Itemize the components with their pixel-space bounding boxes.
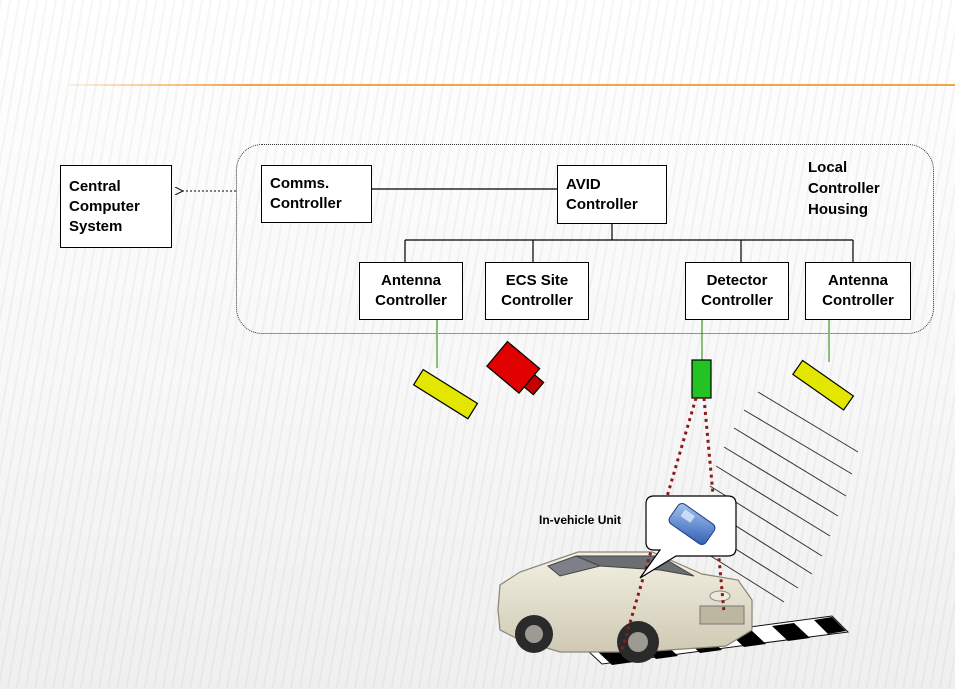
- housing-label-line3: Housing: [808, 201, 868, 218]
- comms-controller-box: Comms. Controller: [261, 165, 372, 223]
- in-vehicle-unit-callout: [639, 495, 737, 579]
- ecs-line1: ECS Site: [505, 272, 569, 289]
- central-line1: Central: [69, 177, 121, 195]
- local-controller-housing: [236, 144, 934, 334]
- antenna-right-line1: Antenna: [828, 272, 888, 289]
- car-image: [497, 551, 753, 663]
- antenna-controller-right-box: Antenna Controller: [805, 262, 911, 320]
- housing-label-line1: Local: [808, 159, 848, 176]
- comms-line2: Controller: [270, 195, 342, 212]
- central-line3: System: [69, 217, 123, 235]
- housing-label: Local Controller Housing: [808, 157, 918, 220]
- antenna-left-line2: Controller: [375, 292, 447, 309]
- avid-controller-box: AVID Controller: [557, 165, 667, 224]
- detector-line1: Detector: [706, 272, 768, 289]
- avid-line1: AVID: [566, 175, 601, 193]
- central-computer-box: Central Computer System: [60, 165, 172, 248]
- antenna-left-line1: Antenna: [381, 272, 441, 289]
- camera-icon: [486, 340, 545, 396]
- ecs-site-controller-box: ECS Site Controller: [485, 262, 589, 320]
- antenna-left-icon: [412, 368, 479, 420]
- in-vehicle-unit-icon: [668, 503, 716, 545]
- in-vehicle-unit-label: In-vehicle Unit: [539, 513, 622, 527]
- detector-line2: Controller: [701, 292, 773, 309]
- comms-line1: Comms.: [270, 175, 330, 192]
- avid-line2: Controller: [566, 195, 638, 213]
- antenna-field-lines: [697, 391, 859, 603]
- ecs-line2: Controller: [501, 292, 573, 309]
- detector-icon: [691, 359, 712, 399]
- antenna-controller-left-box: Antenna Controller: [359, 262, 463, 320]
- housing-label-line2: Controller: [808, 180, 880, 197]
- central-line2: Computer: [69, 197, 140, 215]
- detector-controller-box: Detector Controller: [685, 262, 789, 320]
- antenna-right-line2: Controller: [822, 292, 894, 309]
- antenna-right-icon: [792, 359, 855, 411]
- header-rule: [70, 84, 955, 86]
